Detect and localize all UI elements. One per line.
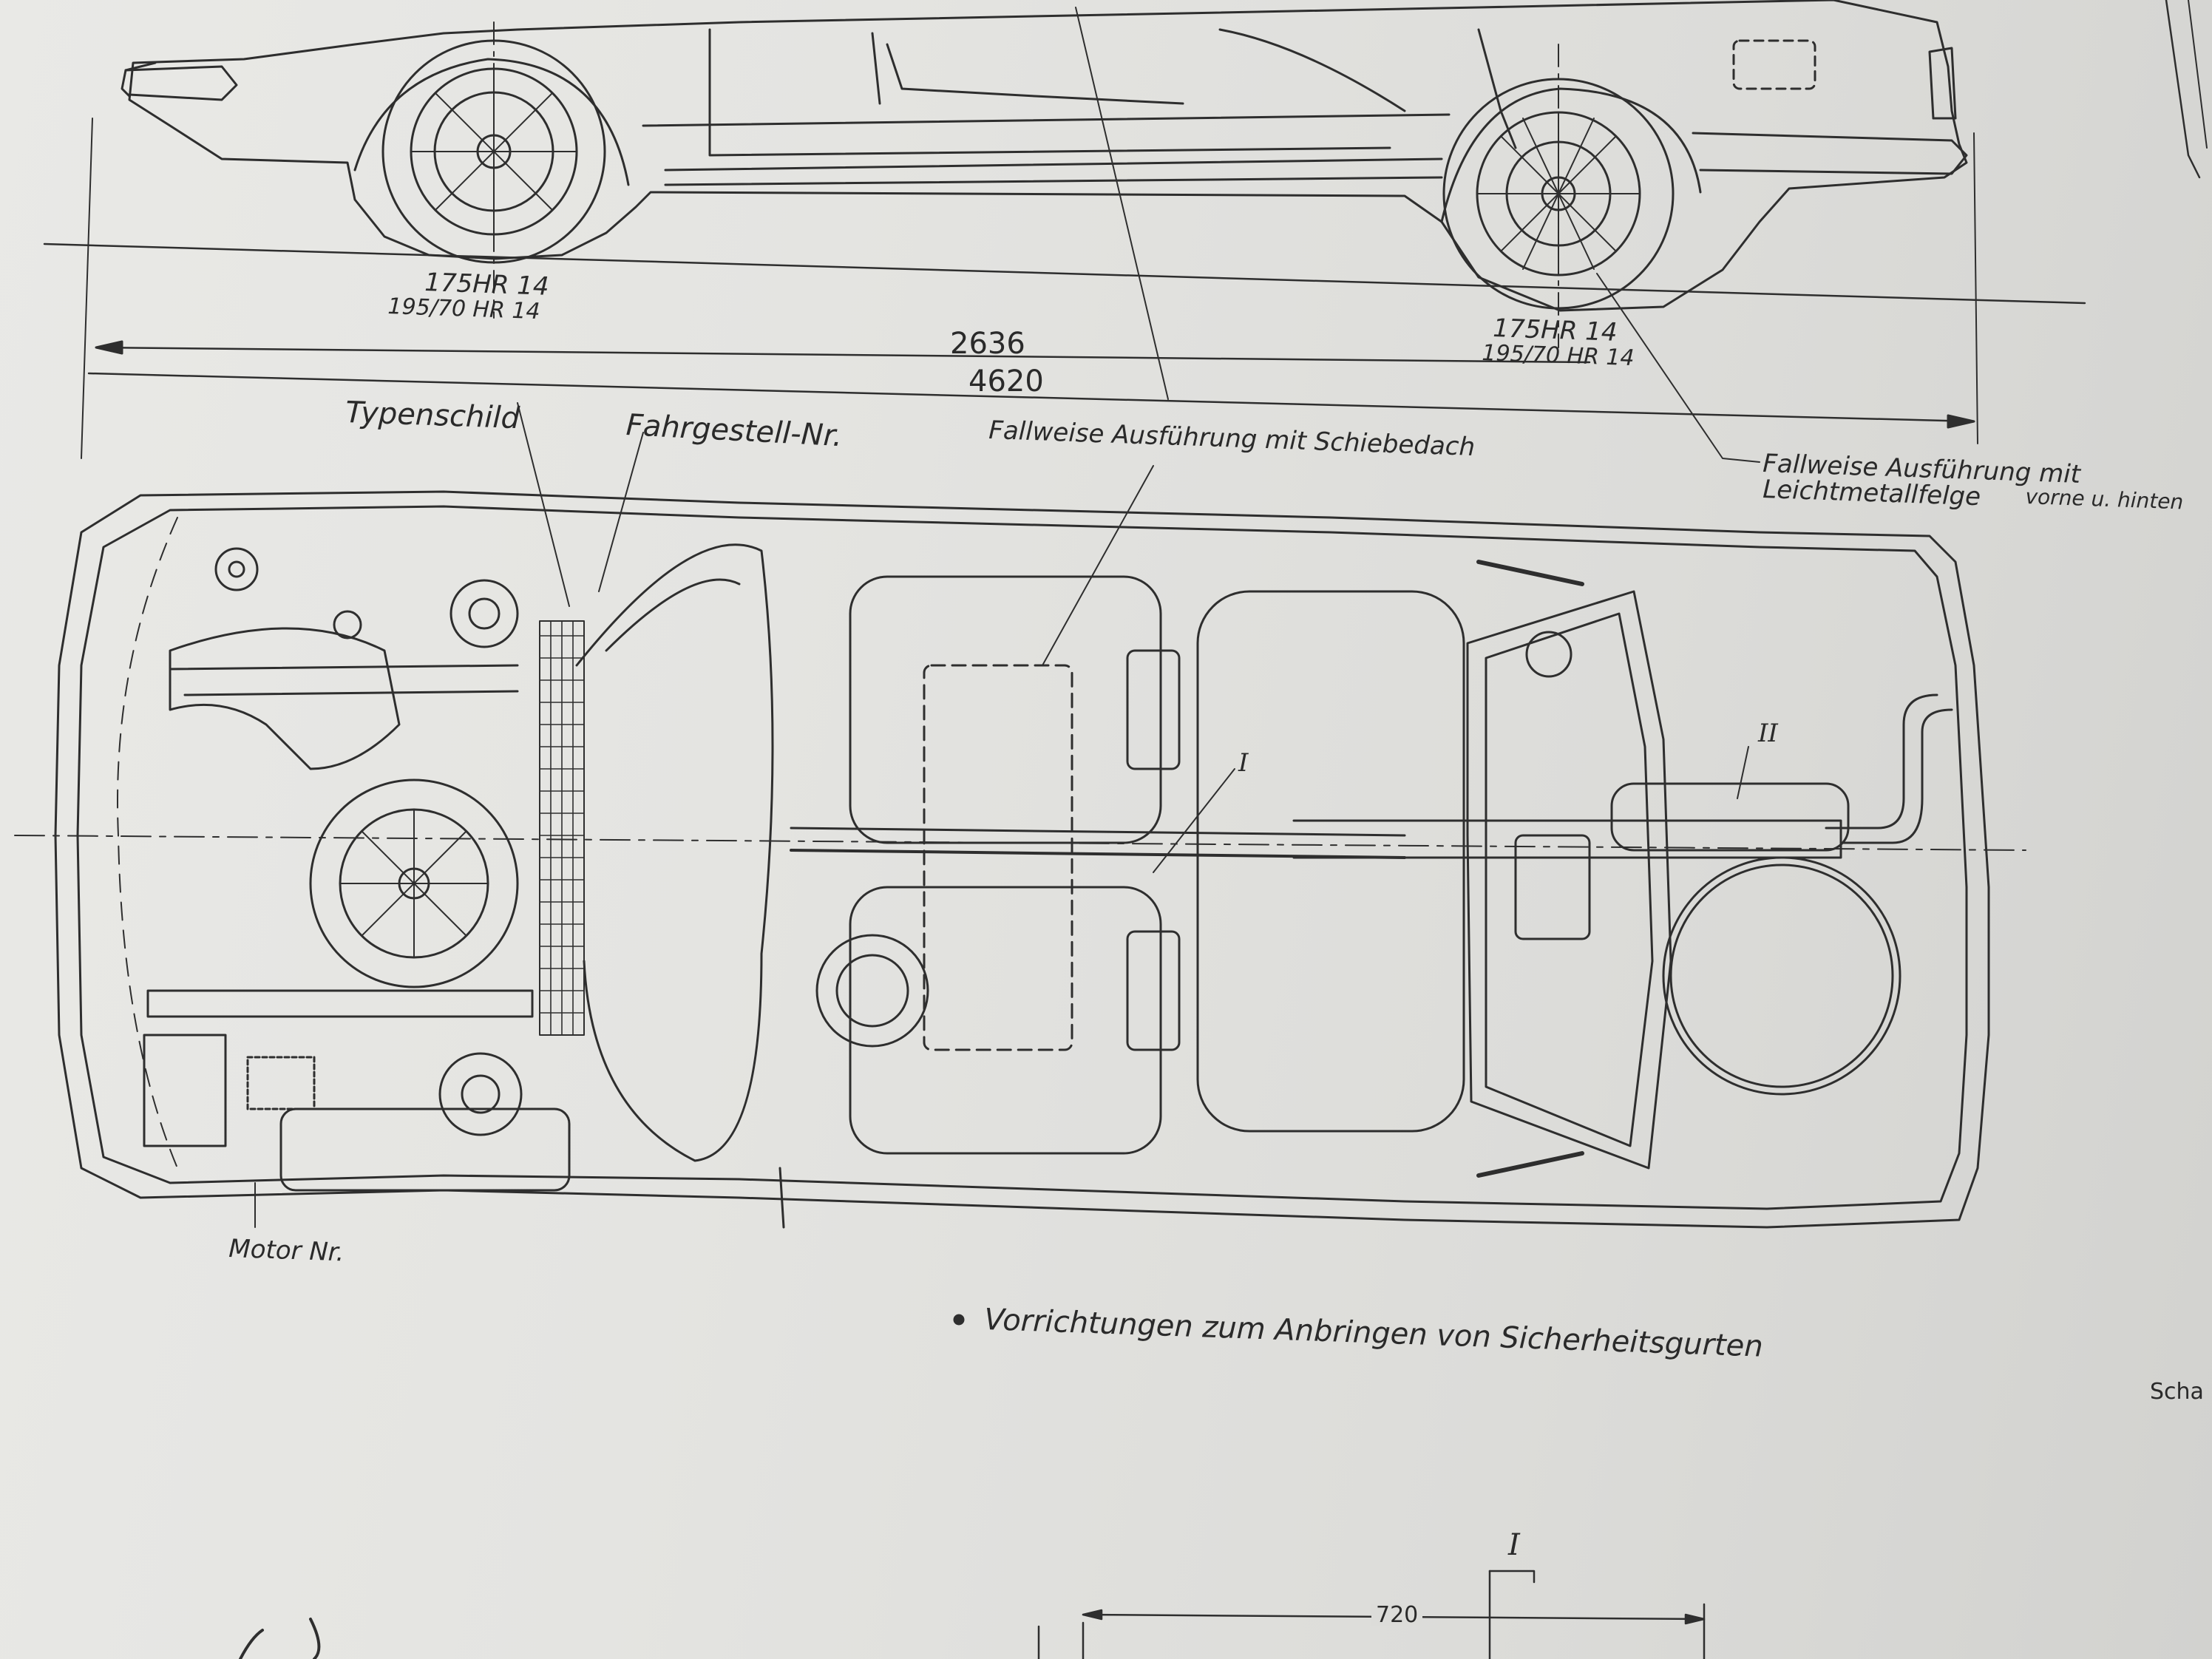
type-plate-label: Typenschild (345, 396, 520, 436)
section-marker-II: II (1758, 719, 1778, 748)
engine-number-label: Motor Nr. (228, 1234, 345, 1268)
detail-dimension-720: 720 (1371, 1604, 1423, 1626)
cropped-edge-text: Scha (2150, 1379, 2204, 1405)
alloy-wheel-option-line-2: Leichtmetallfelge (1762, 475, 1981, 512)
wheelbase-dimension: 2636 (950, 327, 1025, 361)
alloy-wheel-option-line-3: vorne u. hinten (2024, 484, 2184, 515)
overall-length-dimension: 4620 (968, 364, 1044, 398)
top-view (14, 402, 2026, 1229)
side-view (43, 0, 2208, 463)
bottom-section-marker: I (1508, 1528, 1520, 1562)
section-marker-I: I (1238, 748, 1249, 778)
front-tire-size-2: 195/70 HR 14 (387, 294, 541, 325)
rear-tire-size-2: 195/70 HR 14 (1481, 340, 1635, 372)
